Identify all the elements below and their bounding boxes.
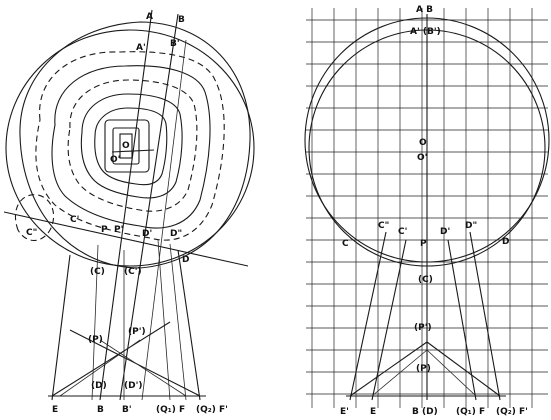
left-chord-cd xyxy=(3,211,249,267)
label-c-second: C" xyxy=(26,228,37,238)
label-c-prime: C' xyxy=(70,215,79,225)
label-d-second: D" xyxy=(170,229,182,239)
label-p-paren: (P) xyxy=(88,335,103,345)
label-right-e-prime: E' xyxy=(340,407,349,417)
right-line-d-second xyxy=(469,231,501,401)
label-right-e: E xyxy=(370,407,376,417)
left-figure: A B A' B' O O' C' C" P P' D' D" D (C) (C… xyxy=(3,9,255,415)
label-b-prime: B' xyxy=(170,39,180,49)
label-p-prime-paren: (P') xyxy=(128,327,146,337)
left-x-line-3 xyxy=(59,339,141,397)
left-lower-dashed-bump xyxy=(14,194,55,242)
label-right-c-paren: (C) xyxy=(418,275,433,285)
label-q1-f: (Q₁) F xyxy=(156,405,185,415)
label-d-prime: D' xyxy=(142,229,152,239)
label-c-paren: (C) xyxy=(90,267,105,277)
label-b-prime-bottom: B' xyxy=(122,405,132,415)
label-right-d: D xyxy=(502,237,509,247)
label-right-a-b-prime: A' (B') xyxy=(410,27,441,37)
label-p: P xyxy=(101,225,108,235)
label-right-c-prime: C' xyxy=(398,227,407,237)
left-x-line-1 xyxy=(51,321,171,397)
right-v-line-4 xyxy=(426,349,477,397)
label-right-b-d: B (D) xyxy=(412,407,438,417)
label-right-p-paren: (P) xyxy=(416,364,431,374)
label-right-a-b: A B xyxy=(416,5,433,15)
label-d-prime-paren: (D') xyxy=(124,381,142,391)
left-lower-right-edge xyxy=(177,249,201,401)
left-lower-left-edge xyxy=(51,254,71,401)
label-right-d-prime: D' xyxy=(440,227,450,237)
left-contour-dashed-2 xyxy=(67,79,198,212)
label-a: A xyxy=(146,12,153,22)
label-p-prime: P' xyxy=(114,225,123,235)
right-v-line-1 xyxy=(349,341,428,397)
right-v-line-3 xyxy=(371,349,428,397)
label-right-q1-f: (Q₁) F xyxy=(456,407,485,417)
left-contour-inner-2 xyxy=(112,127,140,165)
label-o: O xyxy=(122,141,130,151)
label-right-c-second: C" xyxy=(378,221,389,231)
left-contour-solid-1 xyxy=(51,65,211,229)
label-right-q2-f-prime: (Q₂) F' xyxy=(496,407,528,417)
right-v-line-2 xyxy=(426,341,501,397)
left-contour-solid-3 xyxy=(80,93,183,199)
left-contour-outer-dashed xyxy=(35,51,225,241)
left-contour-inner-1 xyxy=(104,119,150,173)
left-sphere-outline xyxy=(5,29,255,267)
left-lower-inner-d xyxy=(157,239,171,401)
right-line-d-prime xyxy=(447,239,477,401)
label-right-o: O xyxy=(419,138,427,148)
label-d-paren: (D) xyxy=(91,381,107,391)
left-lower-inner-d-prime xyxy=(169,243,187,401)
right-line-c-second xyxy=(349,231,387,401)
right-figure: A B A' (B') O O' C C" C' P D' D" D (C) (… xyxy=(304,5,550,417)
label-a-prime: A' xyxy=(136,43,146,53)
label-o-prime: O' xyxy=(110,155,120,165)
label-right-o-prime: O' xyxy=(417,153,427,163)
label-c-prime-paren: (C') xyxy=(124,267,142,277)
left-sphere-outline-shifted xyxy=(19,21,251,269)
label-right-c: C xyxy=(342,239,349,249)
label-right-p-prime-paren: (P') xyxy=(414,323,432,333)
label-q2-f-prime: (Q₂) F' xyxy=(196,405,228,415)
left-axis-b-prime xyxy=(141,39,187,401)
label-right-p: P xyxy=(420,239,427,249)
label-right-d-second: D" xyxy=(465,221,477,231)
left-lower-inner-c xyxy=(91,244,99,401)
left-line-through-o xyxy=(111,149,155,153)
label-e: E xyxy=(52,405,58,415)
label-d: D xyxy=(182,255,189,265)
left-contour-inner-3 xyxy=(119,133,133,159)
left-axis-a xyxy=(99,9,153,401)
left-x-line-4 xyxy=(99,339,187,397)
label-b: B xyxy=(178,15,185,25)
label-b-bottom: B xyxy=(97,405,104,415)
left-contour-solid-4 xyxy=(94,107,168,186)
right-line-c-prime xyxy=(371,239,407,401)
left-axis-b xyxy=(119,13,179,401)
